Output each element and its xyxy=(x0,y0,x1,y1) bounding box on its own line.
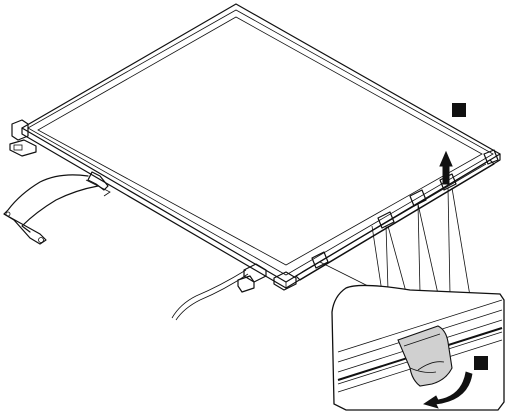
bottom-connector xyxy=(172,264,296,320)
lcd-cable xyxy=(4,172,110,244)
detail-callout xyxy=(332,285,504,410)
marker-top xyxy=(452,103,466,117)
lcd-panel xyxy=(22,4,500,288)
marker-detail xyxy=(474,356,488,370)
